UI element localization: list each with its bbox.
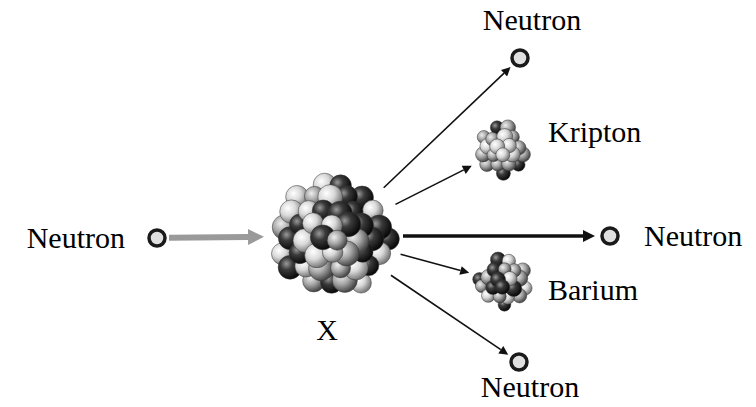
neutron-node: Neutron [599, 221, 742, 251]
neutron-symbol [149, 230, 165, 246]
neutron-symbol [146, 227, 168, 249]
arrow-connector [403, 234, 583, 238]
nucleon-sphere [327, 230, 347, 250]
particle-label: Neutron [481, 372, 579, 402]
particle-label: Barium [548, 275, 638, 305]
nucleus-symbol [259, 162, 407, 310]
nucleus-symbol [468, 115, 538, 185]
connector-group [169, 73, 583, 349]
nucleus-node: Barium [468, 247, 638, 317]
arrow-connector [391, 275, 501, 349]
label-wrap: X [316, 315, 338, 345]
label-wrap: Neutron [481, 372, 579, 402]
label-wrap: Barium [548, 275, 638, 305]
nucleus-cluster [473, 252, 532, 311]
nucleon-sphere [496, 148, 510, 162]
arrow-connector [169, 234, 248, 241]
nucleus-node: Kripton [468, 115, 641, 185]
neutron-symbol [509, 47, 531, 69]
neutron-node: Neutron [481, 351, 579, 402]
particle-label: Neutron [27, 223, 125, 253]
arrow-connector [384, 73, 504, 188]
neutron-symbol [508, 351, 530, 373]
neutron-symbol [599, 225, 621, 247]
particle-label: Neutron [483, 5, 581, 35]
arrow-connector [401, 254, 461, 270]
neutron-node: Neutron [483, 5, 581, 69]
neutron-symbol [512, 50, 528, 66]
particle-label: Neutron [644, 221, 742, 251]
neutron-node: Neutron [27, 223, 168, 253]
neutron-symbol [511, 354, 527, 370]
neutron-symbol [602, 228, 618, 244]
label-wrap: Kripton [548, 117, 641, 147]
nucleus-cluster [476, 120, 531, 180]
nucleus-symbol [468, 247, 538, 317]
nucleon-sphere [495, 280, 510, 295]
label-wrap: Neutron [483, 5, 581, 35]
particle-label: X [316, 315, 338, 345]
nucleus-node: X [259, 162, 407, 345]
label-wrap: Neutron [27, 223, 125, 253]
arrow-connector [395, 170, 463, 205]
particle-label: Kripton [548, 117, 641, 147]
label-wrap: Neutron [644, 221, 742, 251]
nucleus-cluster [271, 173, 399, 293]
